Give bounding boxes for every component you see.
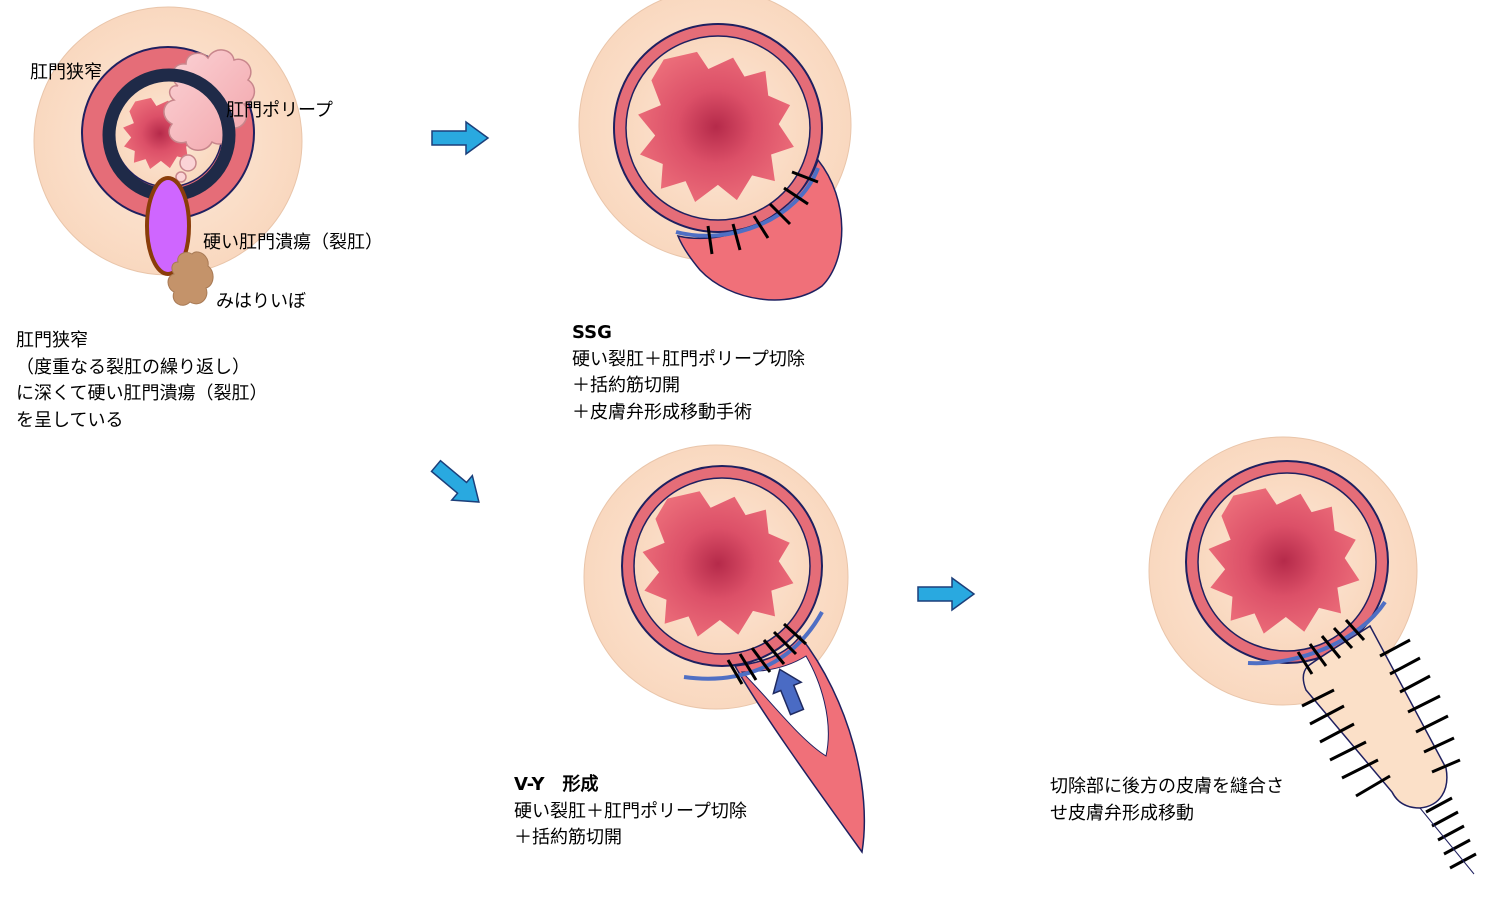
- caption-line: 硬い裂肛＋肛門ポリープ切除: [572, 348, 805, 370]
- caption-ssg: SSG 硬い裂肛＋肛門ポリープ切除 ＋括約筋切開 ＋皮膚弁形成移動手術: [572, 320, 805, 426]
- caption-line: 硬い裂肛＋肛門ポリープ切除: [514, 800, 747, 822]
- arrow-right-top: [431, 120, 490, 156]
- caption-line: 切除部に後方の皮膚を縫合さ: [1050, 776, 1284, 797]
- panel-initial-state: [33, 6, 303, 306]
- suture-line: [683, 611, 824, 681]
- caption-final: 切除部に後方の皮膚を縫合さ せ皮膚弁形成移動: [1050, 774, 1284, 827]
- panel-vy: [583, 444, 866, 854]
- caption-line: に深くて硬い肛門潰瘍（裂肛）: [16, 383, 268, 404]
- caption-line: ＋皮膚弁形成移動手術: [572, 401, 752, 423]
- sutures-right-edge: [1379, 638, 1461, 774]
- label-ulcer: 硬い肛門潰瘍（裂肛）: [203, 232, 383, 253]
- sutures-left-edge: [1301, 688, 1391, 798]
- caption-line: せ皮膚弁形成移動: [1050, 802, 1194, 824]
- panel-ssg: [578, 0, 852, 301]
- label-polyp: 肛門ポリープ: [226, 100, 333, 121]
- caption-line: 肛門狭窄: [16, 330, 88, 351]
- sutures-top: [1296, 618, 1366, 675]
- caption-line: ＋括約筋切開: [572, 375, 680, 396]
- suture-tail-line: [1419, 807, 1475, 875]
- v-flap-gap: [740, 655, 829, 757]
- fissure-ulcer: [145, 176, 191, 276]
- label-skin-tag: みはりいぼ: [216, 291, 306, 312]
- caption-initial-state: 肛門狭窄 （度重なる裂肛の繰り返し） に深くて硬い肛門潰瘍（裂肛） を呈している: [16, 328, 267, 434]
- caption-line: （度重なる裂肛の繰り返し）: [16, 356, 250, 378]
- sutures: [726, 622, 808, 685]
- label-stenosis: 肛門狭窄: [30, 62, 102, 83]
- arrow-down-right: [430, 459, 480, 503]
- advancement-arrow: [772, 668, 805, 716]
- skin-tag: [167, 251, 214, 306]
- caption-line: を呈している: [16, 409, 124, 431]
- arrow-right-bottom: [917, 576, 976, 612]
- panel-final: [1148, 436, 1477, 875]
- caption-line: ＋括約筋切開: [514, 827, 622, 848]
- caption-vy: V-Y 形成 硬い裂肛＋肛門ポリープ切除 ＋括約筋切開: [514, 772, 747, 852]
- sutures-tail: [1425, 796, 1477, 870]
- sutures: [706, 170, 819, 255]
- caption-title: V-Y 形成: [514, 774, 599, 795]
- caption-title: SSG: [572, 322, 612, 343]
- suture-line: [1247, 600, 1387, 666]
